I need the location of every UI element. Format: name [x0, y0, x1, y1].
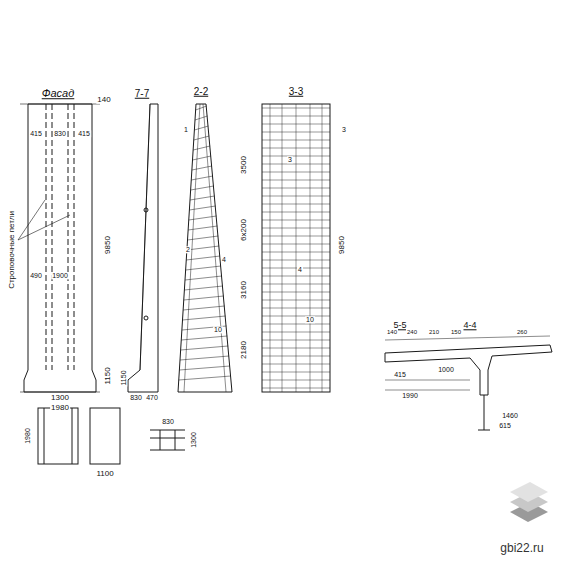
view-title: Фасад	[41, 88, 76, 100]
dimension-label: 240	[406, 329, 418, 335]
dimension-label: 210	[428, 329, 440, 335]
dimension-label: 1	[183, 126, 189, 133]
dimension-label: 140	[96, 96, 111, 104]
dimension-label: 1460	[501, 412, 519, 419]
dimension-label: 4	[221, 256, 227, 263]
view-title: 2-2	[193, 87, 209, 98]
dimension-label: 6х200	[240, 218, 248, 242]
dimension-label: 1150	[120, 369, 127, 386]
dimension-label: 3	[287, 156, 293, 163]
dimension-label: 3500	[240, 155, 248, 175]
dimension-label: 830	[129, 394, 143, 401]
watermark: gbi22.ru	[499, 542, 544, 555]
dimension-label: 4	[297, 266, 303, 273]
side-section	[128, 104, 158, 392]
dimension-label: 2	[185, 246, 191, 253]
dimension-label: 1990	[401, 392, 419, 399]
dimension-label: 150	[450, 329, 462, 335]
view-title: 7-7	[134, 89, 150, 100]
dimension-label: 830	[53, 130, 67, 137]
dimension-label: 9850	[104, 235, 112, 255]
dimension-label: 10	[213, 326, 223, 333]
dimension-label: 9850	[338, 235, 346, 255]
dimension-label: 3160	[240, 280, 248, 300]
dimension-label: 10	[305, 316, 315, 323]
dimension-label: 470	[145, 394, 159, 401]
dimension-label: 415	[29, 130, 43, 137]
cross-section	[385, 345, 552, 395]
dimension-label: 1000	[437, 366, 455, 373]
dimension-label: 1300	[50, 394, 70, 402]
dimension-label: 1100	[95, 470, 114, 478]
dimension-label: Строповочные петли	[8, 210, 16, 290]
dimension-label: 1980	[24, 427, 31, 445]
dimension-label: 3	[341, 126, 347, 133]
dimension-label: 615	[498, 422, 512, 429]
facade-outline	[24, 104, 96, 392]
dimension-label: 1300	[190, 431, 197, 449]
dimension-label: 415	[77, 130, 91, 137]
view-title: 4-4	[462, 321, 477, 330]
dimension-label: 1980	[50, 404, 70, 412]
dimension-label: 260	[516, 329, 528, 335]
dimension-label: 830	[161, 418, 175, 425]
dimension-label: 2180	[240, 340, 248, 360]
dimension-label: 1150	[104, 366, 112, 385]
tapered-section	[178, 104, 232, 392]
plan-section	[262, 104, 330, 392]
dimension-label: 490	[29, 272, 43, 279]
logo-icon	[510, 482, 548, 522]
dimension-label: 1900	[51, 272, 69, 279]
view-title: 3-3	[288, 87, 304, 98]
dimension-label: 140	[386, 329, 398, 335]
dimension-label: 415	[393, 371, 407, 378]
